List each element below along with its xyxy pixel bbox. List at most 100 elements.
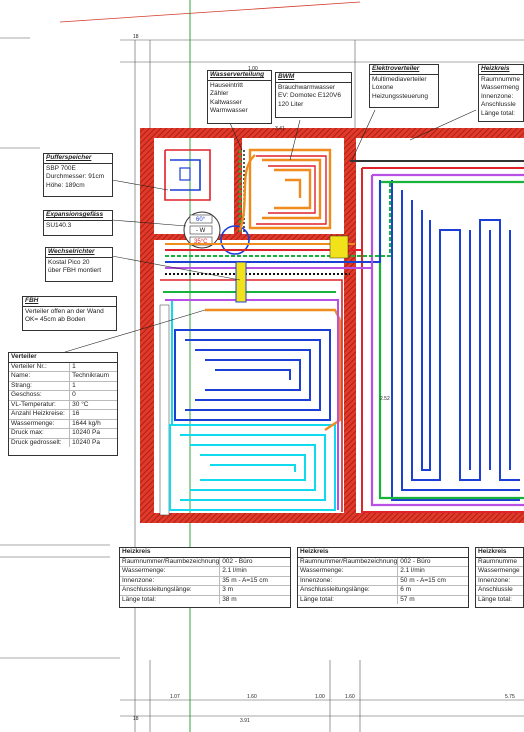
heizkreis-table-1: Heizkreis Raumnummer/Raumbezeichnung:002… (119, 547, 291, 608)
cell-value: Technikraum (72, 372, 110, 379)
cell-key: Länge total: (298, 595, 399, 604)
label-wechselrichter: Wechselrichter Kostal Pico 20 über FBH m… (45, 247, 113, 282)
label-wasserverteilung-title: Wasserverteilung (208, 71, 271, 81)
floor-heating-red-right (361, 167, 524, 513)
label-expansion-title: Expansionsgefäss (44, 211, 112, 221)
label-line: SBP 700E (46, 164, 76, 172)
floor-heating-purple-left (165, 299, 339, 510)
label-pufferspeicher-title: Pufferspeicher (44, 154, 112, 164)
label-line: Heizungssteuerung (372, 92, 429, 100)
svg-text:5.75: 5.75 (505, 694, 515, 700)
label-heizkreis-partial: Heizkreis Raumnumme Wassermeng Innenzone… (478, 64, 524, 122)
label-wechselrichter-title: Wechselrichter (46, 248, 112, 258)
cell-key: Länge total: (478, 595, 512, 603)
label-expansionsgefaess: Expansionsgefäss SU140.3 (43, 210, 113, 236)
svg-text:18: 18 (133, 34, 139, 40)
dimension-labels: 18 1.00 3.41 2.52 1.07 1.60 1.00 1.60 5.… (133, 34, 515, 724)
table-row: Druck max:10240 Pa (9, 429, 117, 439)
cell-value: 1 (72, 362, 76, 370)
floor-heating-blue-right (391, 180, 520, 501)
floor-heating-cyan-left (169, 300, 336, 511)
cell-key: Anzahl Heizkreise: (9, 410, 71, 419)
cell-key: Druck gedrosselt: (9, 438, 71, 447)
cell-value: 50 m - A=15 cm (400, 576, 446, 584)
verteiler-table: Verteiler Verteiler Nr.:1 Name:Technikra… (8, 352, 118, 456)
label-line: Raumnumme (481, 75, 521, 83)
label-elektroverteiler-title: Elektroverteiler (370, 65, 438, 75)
label-line: OK= 45cm ab Boden (25, 316, 86, 323)
cell-key: Wassermenge: (298, 567, 399, 576)
label-line: Länge total: (481, 109, 515, 117)
label-wasserverteilung: Wasserverteilung Hauseintritt Zähler Kal… (207, 70, 272, 124)
leader-lines (64, 109, 477, 353)
cell-key: Innenzone: (120, 576, 221, 585)
label-pufferspeicher: Pufferspeicher SBP 700E Durchmesser: 91c… (43, 153, 113, 197)
svg-text:1.60: 1.60 (345, 694, 355, 700)
table-row: Wassermenge:2.1 l/min (120, 567, 290, 577)
svg-text:1.00: 1.00 (248, 66, 258, 72)
table-row: Raumnummer/Raumbezeichnung:002 - Büro (120, 557, 290, 567)
table-row: Raumnumme (476, 557, 523, 567)
bwm-heating-loop (238, 148, 332, 231)
label-line: Anschlussle (481, 101, 516, 108)
cell-key: Wassermenge: (120, 567, 221, 576)
cell-key: Strang: (9, 381, 71, 390)
heizkreis-table-2: Heizkreis Raumnummer/Raumbezeichnung:002… (297, 547, 469, 608)
cell-key: Länge total: (120, 595, 221, 604)
label-line: Warmwasser (210, 107, 248, 114)
table-row: Wassermenge:2.1 l/min (298, 567, 468, 577)
label-line: Verteiler offen an der Wand (25, 307, 104, 315)
manifold-yellow (329, 235, 349, 259)
heizkreis-1-title: Heizkreis (120, 548, 290, 558)
cell-value: 6 m (400, 586, 412, 593)
cell-value: 57 m (400, 595, 415, 603)
cell-key: Druck max: (9, 429, 71, 438)
technical-room (164, 149, 250, 255)
heizkreis-2-title: Heizkreis (298, 548, 468, 558)
label-fbh-title: FBH (23, 297, 116, 307)
svg-text:3.41: 3.41 (275, 126, 285, 132)
cell-value: 2.1 l/min (400, 567, 425, 574)
label-line: 120 Liter (278, 100, 304, 108)
table-row: Name:Technikraum (9, 372, 117, 382)
cell-key: Innenzone: (298, 576, 399, 585)
table-row: Anschlussle (476, 586, 523, 596)
label-line: EV: Domotec E120V6 (278, 92, 341, 99)
table-row: Innenzone:35 m - A=15 cm (120, 576, 290, 586)
red-arc-top (59, 1, 361, 23)
label-line: Durchmesser: 91cm (46, 173, 105, 180)
svg-text:3.91: 3.91 (240, 718, 250, 724)
cell-value: 2.1 l/min (222, 567, 247, 574)
cell-value: 1644 kg/h (72, 419, 101, 427)
cell-key: VL-Temperatur: (9, 400, 71, 409)
label-line: Kaltwasser (210, 98, 242, 106)
svg-text:2.52: 2.52 (380, 396, 390, 402)
table-row: Anschlussleitungslänge:6 m (298, 586, 468, 596)
tank-temp-2: 35°C (194, 239, 208, 245)
table-row: Wassermenge:1644 kg/h (9, 419, 117, 429)
construction-lines (0, 37, 524, 732)
label-line: Loxone (372, 84, 394, 91)
bwm-red-loop (256, 155, 327, 225)
floor-heating-blue-left (174, 329, 331, 421)
table-row: Länge total:38 m (120, 595, 290, 604)
svg-text:18: 18 (133, 716, 139, 722)
svg-text:1.07: 1.07 (170, 694, 180, 700)
heizkreis-3-title: Heizkreis (476, 548, 523, 558)
cell-key: Raumnummer/Raumbezeichnung: (122, 557, 221, 566)
table-row: Innenzone: (476, 576, 523, 586)
table-row: Druck gedrosselt:10240 Pa (9, 438, 117, 447)
cell-value: 002 - Büro (400, 557, 431, 565)
svg-text:1.60: 1.60 (247, 694, 257, 700)
cell-key: Raumnumme (478, 557, 518, 565)
cell-value: 16 (72, 410, 80, 417)
svg-text:1.00: 1.00 (315, 694, 325, 700)
table-row: Raumnummer/Raumbezeichnung:002 - Büro (298, 557, 468, 567)
label-line: Wassermeng (481, 84, 520, 91)
floor-heating-red-left (160, 279, 343, 512)
cell-key: Raumnummer/Raumbezeichnung: (300, 557, 399, 566)
table-row: Geschoss:0 (9, 391, 117, 401)
cell-key: Innenzone: (478, 576, 511, 584)
label-fbh: FBH Verteiler offen an der Wand OK= 45cm… (22, 296, 117, 331)
